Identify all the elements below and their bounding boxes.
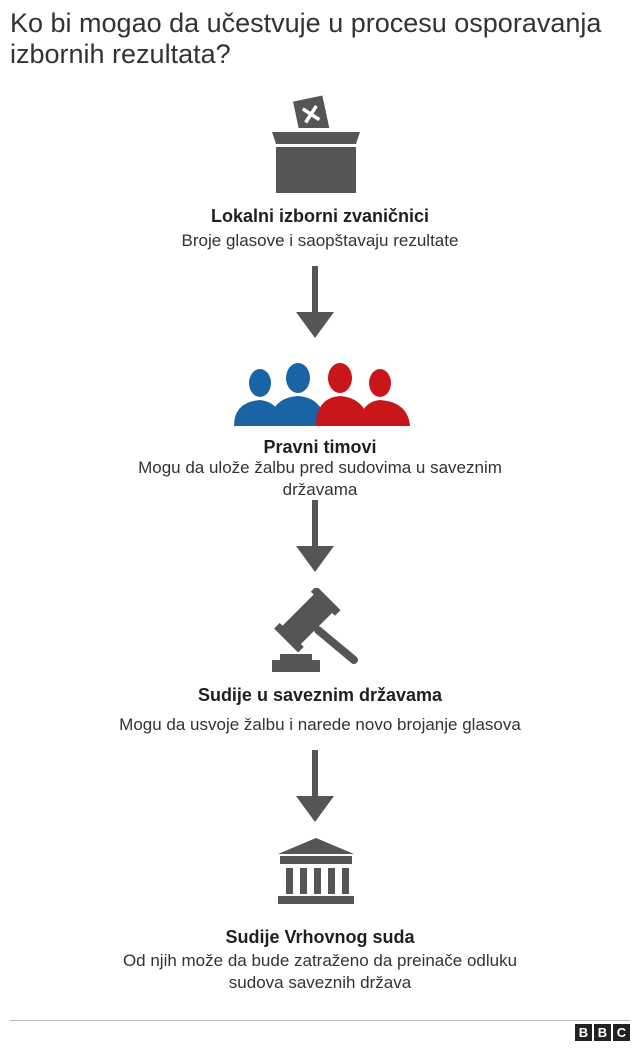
arrow-down-icon bbox=[296, 500, 334, 572]
people-icon bbox=[234, 363, 410, 426]
step-3-heading: Sudije u saveznim državama bbox=[197, 685, 443, 705]
bbc-logo-letter: B bbox=[575, 1024, 592, 1041]
step-4-description: Od njih može da bude zatraženo da preina… bbox=[122, 951, 518, 992]
step-3-description: Mogu da usvoje žalbu i narede novo broja… bbox=[119, 715, 521, 734]
bbc-logo-letter: C bbox=[613, 1024, 630, 1041]
bbc-logo: B B C bbox=[575, 1024, 630, 1041]
gavel-icon bbox=[272, 588, 358, 672]
step-1-heading: Lokalni izborni zvaničnici bbox=[210, 206, 430, 226]
step-2-heading: Pravni timovi bbox=[263, 437, 377, 457]
step-4-heading: Sudije Vrhovnog suda bbox=[225, 927, 415, 947]
page-title: Ko bi mogao da učestvuje u procesu ospor… bbox=[10, 8, 602, 69]
step-1-description: Broje glasove i saopštavaju rezultate bbox=[181, 231, 459, 250]
arrow-down-icon bbox=[296, 750, 334, 822]
courthouse-icon bbox=[278, 838, 354, 904]
step-2-description: Mogu da ulože žalbu pred sudovima u save… bbox=[138, 458, 502, 499]
bbc-logo-letter: B bbox=[594, 1024, 611, 1041]
footer-divider bbox=[10, 1020, 630, 1021]
ballot-box-icon bbox=[272, 95, 360, 193]
arrow-down-icon bbox=[296, 266, 334, 338]
